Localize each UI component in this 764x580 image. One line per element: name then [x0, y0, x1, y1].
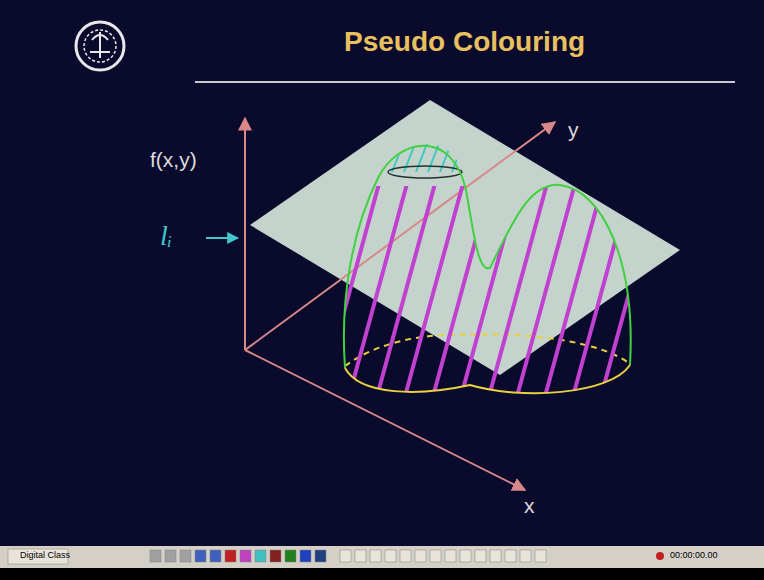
toolbar-buttons [8, 549, 664, 564]
title-rule [195, 81, 735, 83]
axis-label: x [524, 494, 535, 518]
level-contour [388, 166, 462, 178]
slide-title: Pseudo Colouring [344, 26, 585, 58]
level-label: lᵢ [160, 220, 172, 252]
toolbar-label: Digital Class [20, 550, 70, 560]
slide-background [0, 0, 764, 546]
magenta-hatching [320, 186, 688, 400]
axes [245, 118, 555, 490]
surface-outline [344, 146, 631, 368]
slicing-plane [250, 100, 680, 375]
logo [76, 22, 124, 70]
axis-label: y [568, 118, 579, 142]
level-pointer [206, 237, 238, 239]
bottom-strip [0, 568, 764, 580]
base-front-outline [345, 365, 630, 393]
timer-label: 00:00:00.00 [670, 550, 718, 560]
toolbar [0, 546, 764, 568]
axis-label: f(x,y) [150, 148, 197, 172]
